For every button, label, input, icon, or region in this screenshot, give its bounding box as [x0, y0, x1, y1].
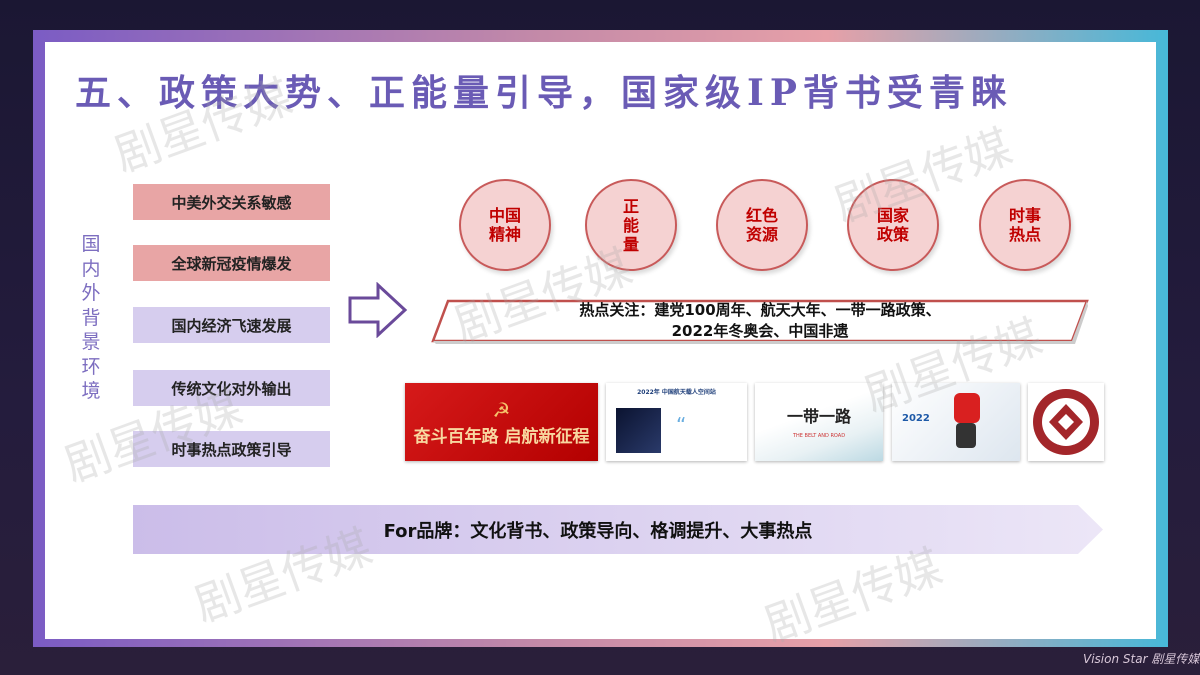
hotspot-line: 热点关注：建党100周年、航天大年、一带一路政策、 [579, 301, 941, 319]
factor-box: 中美外交关系敏感 [133, 184, 330, 220]
factor-box: 时事热点政策引导 [133, 431, 330, 467]
hotspot-text: 热点关注：建党100周年、航天大年、一带一路政策、 2022年冬奥会、中国非遗 [430, 300, 1090, 342]
theme-circle: 中国精神 [459, 179, 551, 271]
factor-box: 国内经济飞速发展 [133, 307, 330, 343]
theme-circle: 正能量 [585, 179, 677, 271]
heritage-seal-icon [1033, 389, 1099, 455]
theme-label: 中国精神 [488, 206, 521, 244]
image-space-station: 2022年 中国航天载人空间站 “ [606, 383, 747, 461]
image-caption: 2022年 中国航天载人空间站 [637, 389, 716, 396]
image-intangible-heritage-seal [1028, 383, 1104, 461]
quote-icon: “ [676, 413, 687, 437]
space-photo [616, 408, 661, 453]
image-winter-olympics: 2022 [892, 383, 1020, 461]
theme-circle: 红色资源 [716, 179, 808, 271]
theme-circle: 国家政策 [847, 179, 939, 271]
summary-text: For品牌：文化背书、政策导向、格调提升、大事热点 [383, 520, 813, 542]
summary-arrow-band [133, 505, 1103, 554]
footer-logo: Vision Star 剧星传媒 [1083, 652, 1200, 666]
theme-label: 红色资源 [745, 206, 778, 244]
image-caption: 一带一路 [786, 407, 851, 426]
factor-box: 全球新冠疫情爆发 [133, 245, 330, 281]
skier-figure [954, 393, 980, 423]
image-caption: 2022 [902, 413, 930, 424]
theme-circle: 时事热点 [979, 179, 1071, 271]
theme-label: 国家政策 [876, 206, 909, 244]
image-belt-and-road: 一带一路 THE BELT AND ROAD [755, 383, 883, 461]
hammer-sickle-icon: ☭ [492, 397, 511, 422]
factor-box: 传统文化对外输出 [133, 370, 330, 406]
image-subcaption: THE BELT AND ROAD [792, 433, 846, 439]
image-caption: 奋斗百年路 启航新征程 [413, 426, 590, 447]
hotspot-line: 2022年冬奥会、中国非遗 [671, 322, 849, 340]
side-label: 国内外背景环境 [81, 233, 101, 402]
slide-title: 五、政策大势、正能量引导，国家级IP背书受青睐 [75, 72, 1013, 114]
right-arrow-icon [348, 282, 408, 338]
theme-label: 时事热点 [1008, 206, 1041, 244]
hotspot-banner [431, 299, 1089, 344]
image-party-centenary: ☭ 奋斗百年路 启航新征程 [405, 383, 598, 461]
theme-label: 正能量 [622, 196, 639, 254]
skier-legs [956, 423, 976, 448]
